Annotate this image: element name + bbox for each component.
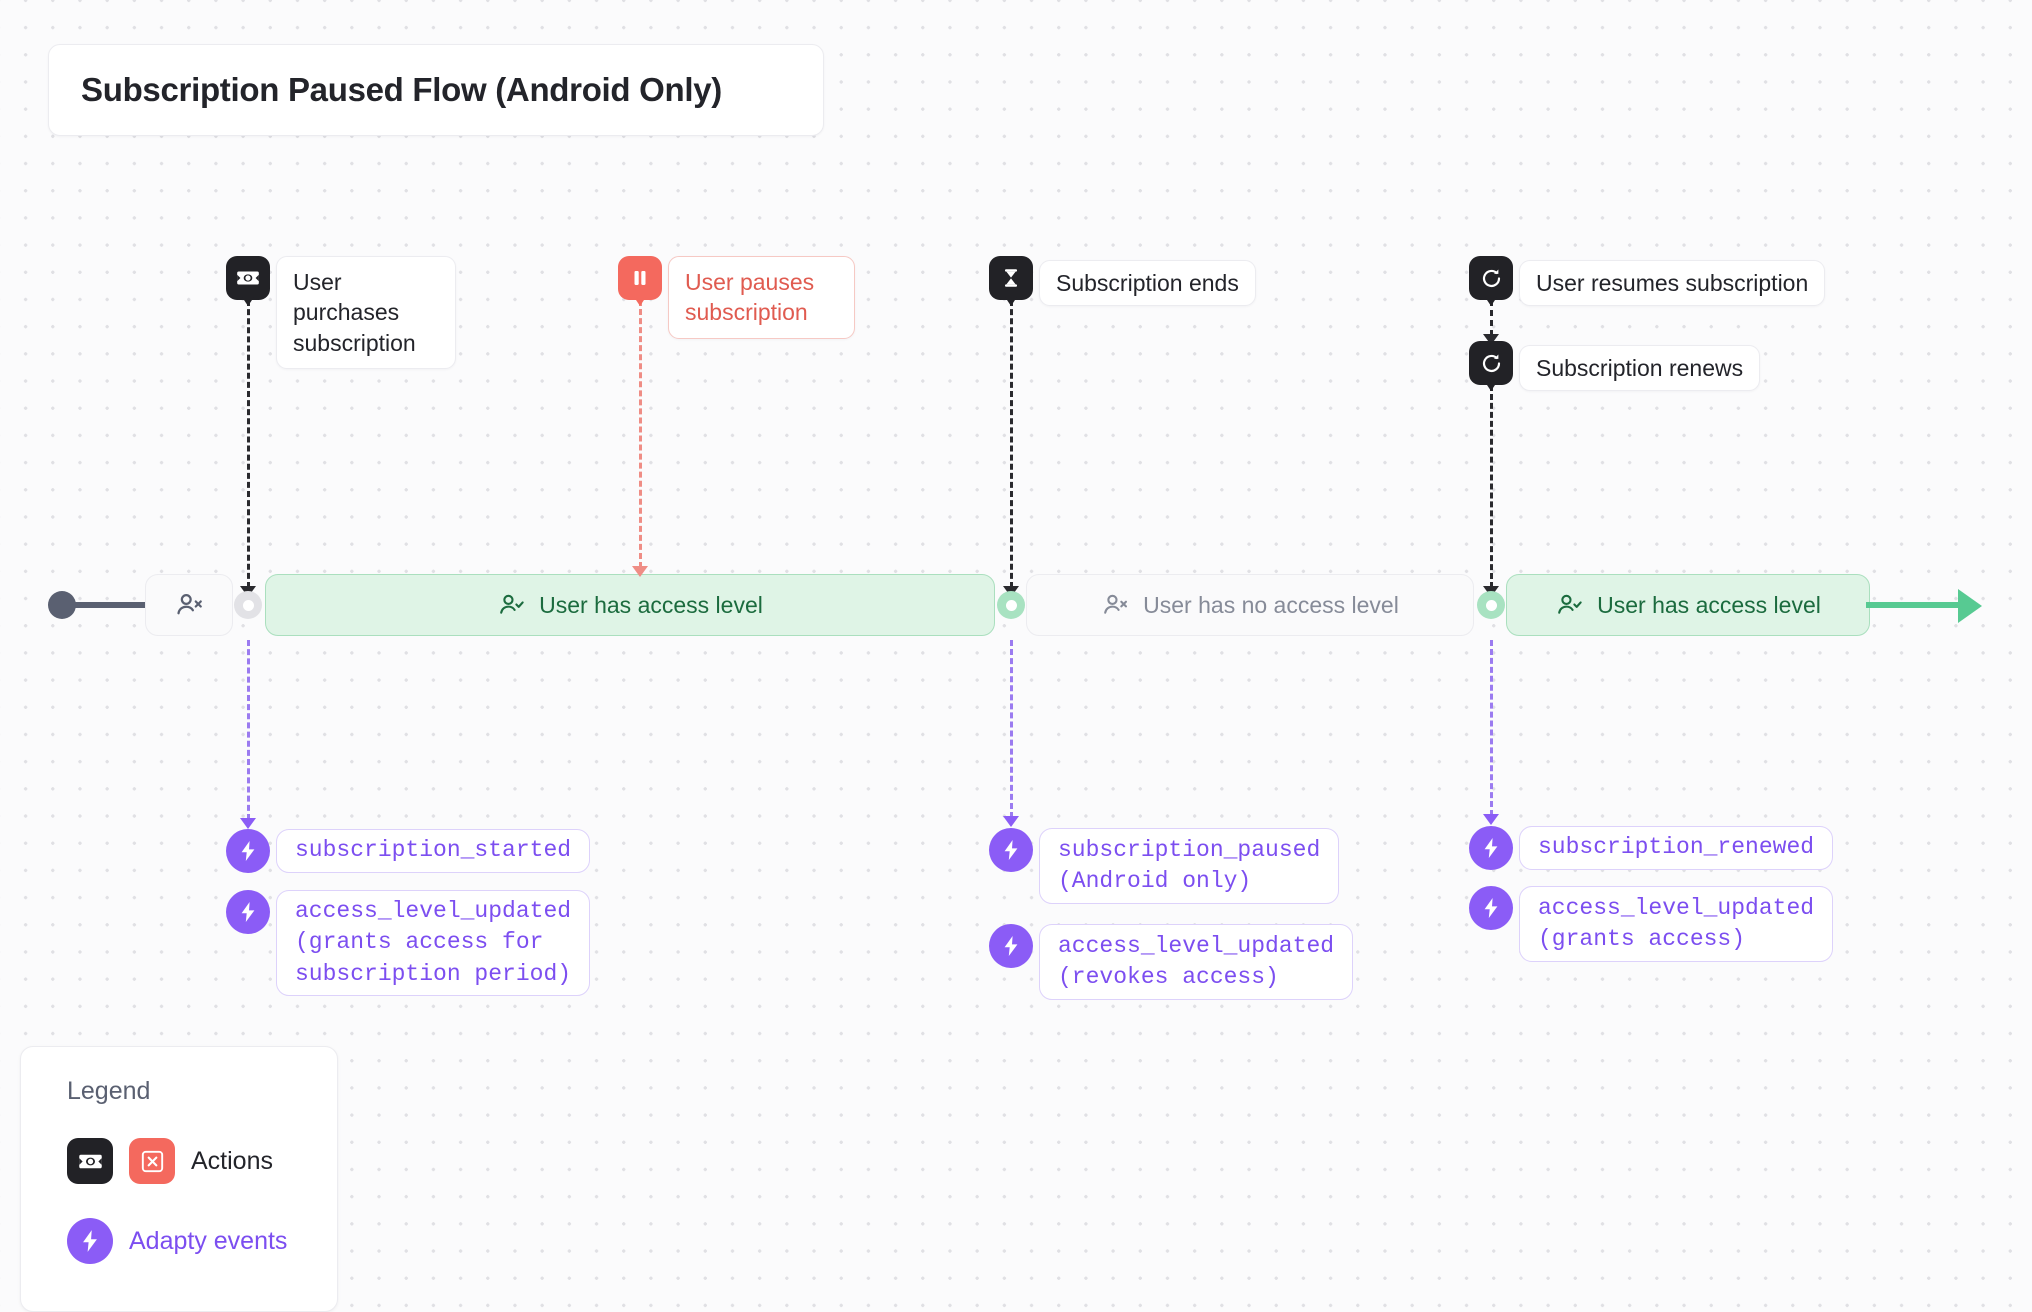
refresh-icon[interactable] <box>1469 341 1513 391</box>
connector-pause <box>639 300 642 568</box>
bolt-icon[interactable] <box>226 829 270 873</box>
access-bar-granted-2[interactable]: User has access level <box>1506 574 1870 636</box>
hourglass-icon[interactable] <box>989 256 1033 306</box>
event-pill-access-level-updated-grants[interactable]: access_level_updated (grants access) <box>1519 886 1834 962</box>
bolt-icon[interactable] <box>989 924 1033 968</box>
access-bar-label: User has access level <box>539 591 763 618</box>
access-bar-label: User has access level <box>1597 591 1821 618</box>
badge-tail <box>634 297 646 306</box>
action-label-subscription-ends[interactable]: Subscription ends <box>1039 260 1256 306</box>
connector-purchase-lower <box>247 640 250 820</box>
badge-tail <box>1485 382 1497 391</box>
connector-purchase-lower-arrow <box>240 818 256 829</box>
pause-icon[interactable] <box>618 256 662 306</box>
refresh-icon[interactable] <box>1469 256 1513 306</box>
event-pill-subscription-paused[interactable]: subscription_paused (Android only) <box>1039 828 1340 904</box>
bolt-icon[interactable] <box>1469 886 1513 930</box>
banknote-icon[interactable] <box>226 256 270 306</box>
timeline-connector-dot-renew[interactable] <box>1477 591 1505 619</box>
timeline-end-line <box>1866 602 1966 608</box>
access-bar-granted-1[interactable]: User has access level <box>265 574 995 636</box>
action-label-subscription-renews[interactable]: Subscription renews <box>1519 345 1761 391</box>
event-pill-subscription-renewed[interactable]: subscription_renewed <box>1519 826 1834 870</box>
connector-resume-to-renew <box>1490 300 1493 336</box>
timeline-connector-dot-start[interactable] <box>234 591 262 619</box>
action-label-user-pauses[interactable]: User pauses subscription <box>668 256 855 339</box>
bolt-icon[interactable] <box>989 828 1033 872</box>
page-title: Subscription Paused Flow (Android Only) <box>81 71 722 108</box>
legend-title: Legend <box>67 1077 151 1105</box>
user-check-icon <box>497 591 525 619</box>
legend-panel: Legend Actions <box>20 1046 338 1312</box>
bolt-icon[interactable] <box>226 890 270 934</box>
connector-renew-lower <box>1490 640 1493 816</box>
timeline-start-node[interactable] <box>145 574 233 636</box>
bolt-icon <box>67 1218 113 1264</box>
access-bar-label: User has no access level <box>1143 591 1399 618</box>
legend-row-actions: Actions <box>67 1138 337 1184</box>
connector-pause-arrow <box>632 566 648 577</box>
connector-ends-lower-arrow <box>1003 816 1019 827</box>
timeline-start-dot <box>48 591 76 619</box>
connector-renew-lower-arrow <box>1483 814 1499 825</box>
user-x-icon <box>177 593 202 615</box>
user-check-icon <box>1555 591 1583 619</box>
user-x-icon <box>1101 591 1129 619</box>
legend-label-actions: Actions <box>191 1146 273 1175</box>
access-bar-revoked[interactable]: User has no access level <box>1026 574 1474 636</box>
connector-resume-to-renew-arrow <box>1483 334 1499 345</box>
connector-ends-lower <box>1010 640 1013 818</box>
badge-tail <box>1485 297 1497 306</box>
legend-label-adapty-events: Adapty events <box>129 1226 288 1255</box>
event-pill-subscription-started[interactable]: subscription_started <box>276 829 591 873</box>
connector-renew-upper <box>1490 385 1493 588</box>
diagram-title-card: Subscription Paused Flow (Android Only) <box>48 44 824 136</box>
bolt-icon[interactable] <box>1469 826 1513 870</box>
connector-ends-upper <box>1010 300 1013 588</box>
badge-tail <box>1005 297 1017 306</box>
x-icon <box>129 1138 175 1184</box>
banknote-icon <box>67 1138 113 1184</box>
timeline-start-line <box>62 602 150 608</box>
connector-purchase-upper <box>247 300 250 588</box>
legend-row-adapty-events: Adapty events <box>67 1218 337 1264</box>
badge-tail <box>242 297 254 306</box>
timeline-end-arrow <box>1958 589 1982 623</box>
event-pill-access-level-updated-grants-period[interactable]: access_level_updated (grants access for … <box>276 890 591 996</box>
action-label-user-resumes[interactable]: User resumes subscription <box>1519 260 1826 306</box>
action-label-user-purchases[interactable]: User purchases subscription <box>276 256 456 370</box>
timeline-connector-dot-ends[interactable] <box>997 591 1025 619</box>
event-pill-access-level-updated-revokes[interactable]: access_level_updated (revokes access) <box>1039 924 1354 1000</box>
